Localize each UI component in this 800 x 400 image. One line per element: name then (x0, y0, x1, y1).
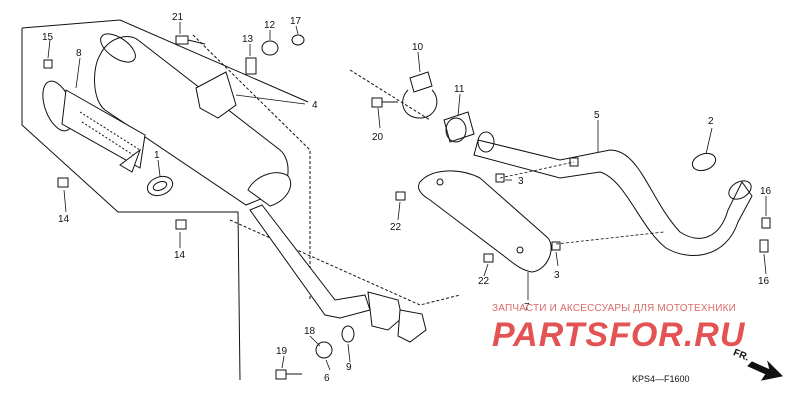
callout-3-lower: 3 (554, 270, 560, 281)
callout-11: 11 (454, 84, 465, 95)
exhaust-pipe (473, 131, 753, 256)
callout-17: 17 (290, 16, 302, 27)
assembly-frame (192, 34, 461, 306)
callout-5: 5 (594, 110, 600, 121)
callout-21: 21 (172, 12, 184, 23)
watermark-logo: PARTSFOR.RU (492, 316, 746, 354)
callout-9: 9 (346, 362, 352, 373)
callout-14-left: 14 (58, 214, 70, 225)
spark-arrester (42, 80, 146, 173)
callout-1: 1 (154, 150, 160, 161)
fasteners (43, 34, 771, 380)
muffler-group-frame (21, 19, 309, 381)
callout-20: 20 (372, 132, 384, 143)
callout-22-lower: 22 (478, 276, 490, 287)
callout-16-upper: 16 (760, 186, 772, 197)
forward-arrow-icon (747, 360, 784, 381)
callout-19: 19 (276, 346, 288, 357)
callout-12: 12 (264, 20, 276, 31)
heat-shield (417, 170, 552, 273)
gasket-1 (146, 175, 174, 197)
callout-6: 6 (324, 373, 330, 384)
muffler-body (94, 33, 427, 343)
callout-7: 7 (524, 302, 530, 313)
callout-10: 10 (412, 42, 424, 53)
callout-4: 4 (312, 100, 318, 111)
callout-14-right: 14 (174, 250, 186, 261)
callout-22-upper: 22 (390, 222, 402, 233)
callout-8: 8 (76, 48, 82, 59)
callout-3-upper: 3 (518, 176, 524, 187)
band-clamp (402, 71, 475, 143)
callout-2: 2 (708, 116, 714, 127)
gasket-2 (691, 152, 717, 172)
connection-lines (499, 161, 665, 245)
callout-15: 15 (42, 32, 54, 43)
diagram-code: KPS4—F1600 (632, 374, 690, 384)
callout-13: 13 (242, 34, 254, 45)
callout-18: 18 (304, 326, 316, 337)
watermark-tagline: ЗАПЧАСТИ И АКСЕССУАРЫ ДЛЯ МОТОТЕХНИКИ (492, 303, 737, 314)
callout-16-lower: 16 (758, 276, 770, 287)
leader-lines (47, 22, 767, 371)
